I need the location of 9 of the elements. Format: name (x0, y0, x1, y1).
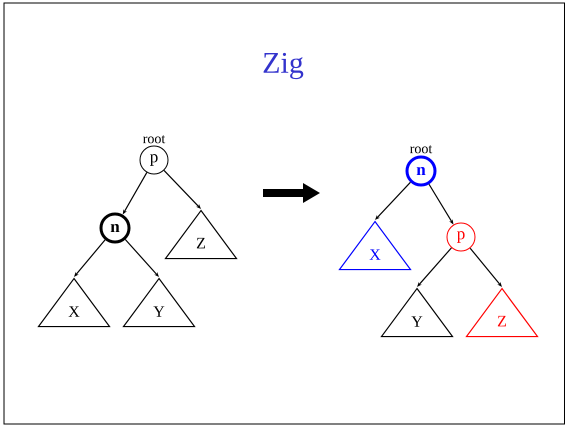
tree-edge (375, 182, 411, 220)
root-label: root (410, 145, 432, 154)
tree-edge (470, 248, 502, 287)
tree-edge (74, 240, 106, 277)
tree-edge (124, 239, 159, 277)
title: Zig (264, 52, 304, 80)
tree-edge (417, 247, 452, 287)
root-label: root (143, 135, 166, 144)
tree-edge (164, 170, 201, 209)
